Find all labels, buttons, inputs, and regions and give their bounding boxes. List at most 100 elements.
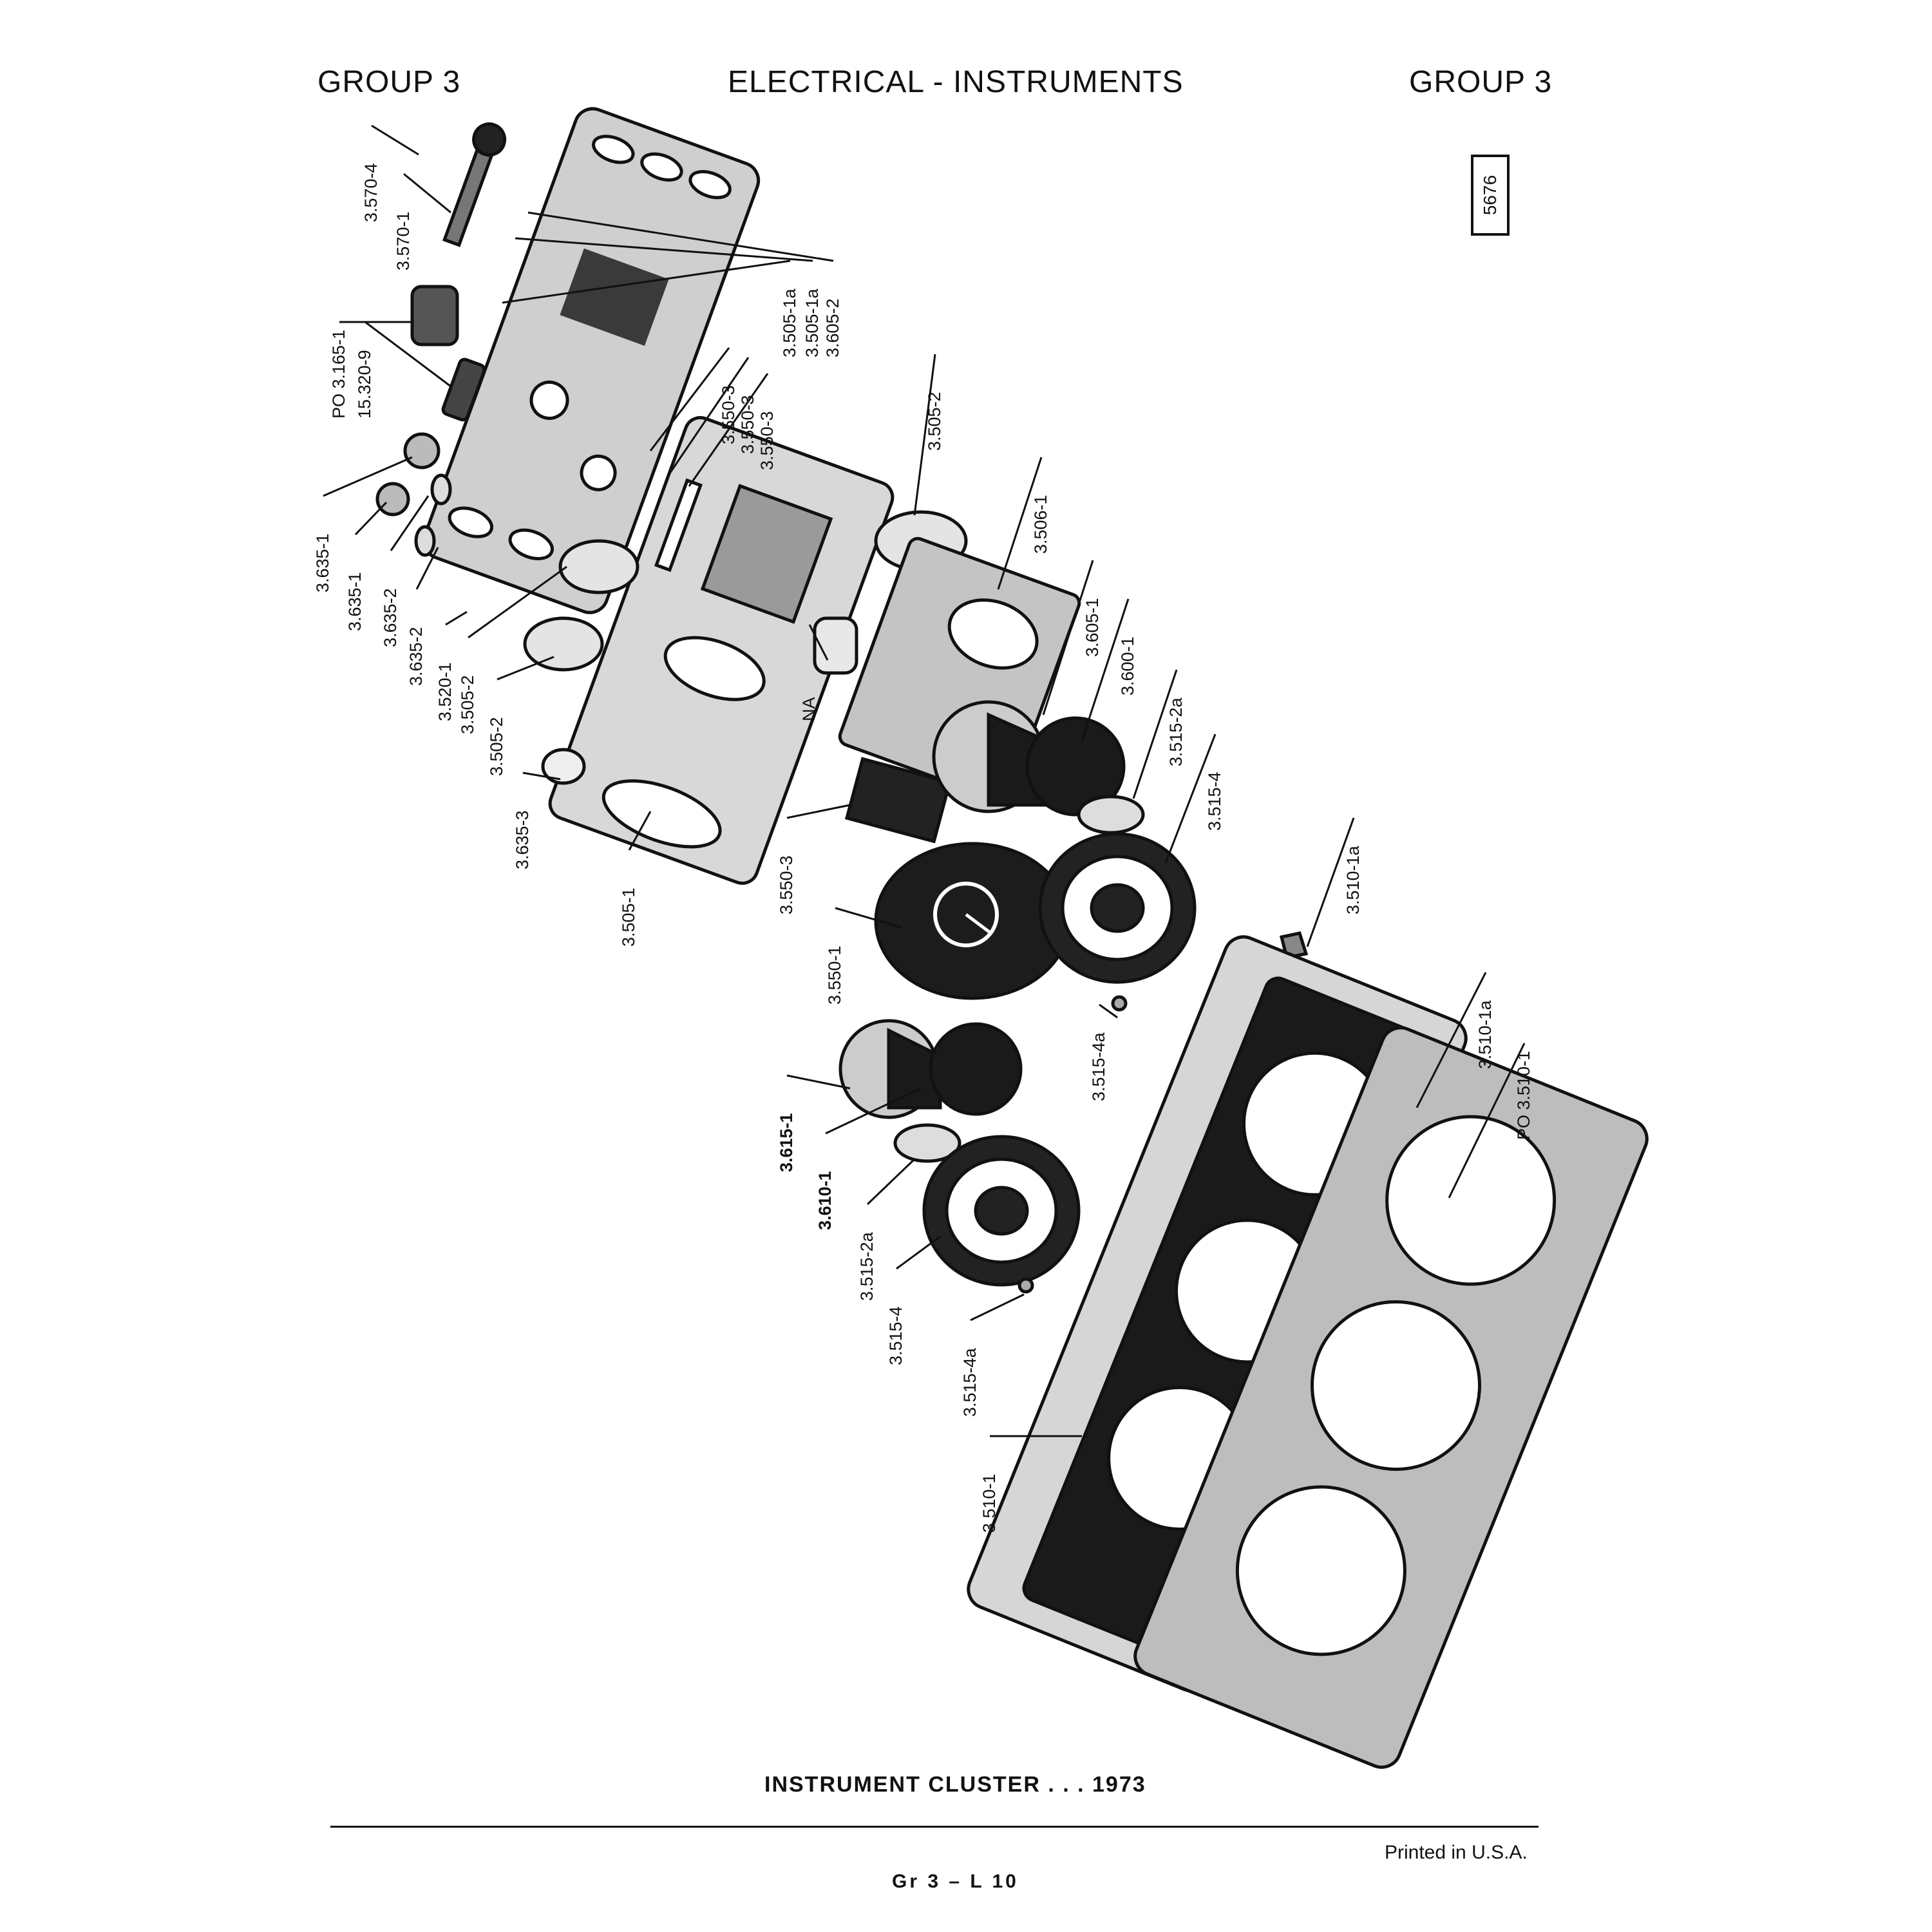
leader-line — [390, 495, 430, 551]
callout-label: 3.515-2a — [857, 1231, 876, 1301]
leader-lines — [323, 124, 1526, 1437]
leader-line — [522, 772, 561, 781]
leader-line — [468, 565, 567, 639]
callout-label: 3.515-4 — [886, 1306, 905, 1365]
parts-illustration — [375, 107, 1649, 1769]
leader-line — [786, 804, 851, 819]
callout-label: 3.505-1a — [802, 288, 822, 357]
leader-line — [786, 1074, 851, 1090]
light-shield-upper — [558, 539, 639, 594]
callout-label: 3.635-3 — [513, 810, 532, 869]
callout-label: 3.506-1 — [1031, 495, 1050, 554]
leader-line — [497, 656, 554, 681]
callout-label: 3.510-1a — [1343, 845, 1363, 914]
callout-label: 3.615-1 — [777, 1113, 796, 1172]
callout-label: 3.515-4 — [1205, 772, 1224, 831]
connector-block — [410, 285, 459, 346]
leader-line — [808, 624, 829, 661]
leader-line — [668, 357, 750, 474]
page-number: Gr 3 – L 10 — [892, 1871, 1019, 1892]
callout-label: 3.550-3 — [738, 395, 757, 454]
leader-line — [354, 501, 388, 536]
callout-label: 3.635-1 — [345, 572, 365, 631]
leader-line — [1132, 669, 1178, 799]
footer-rule — [330, 1826, 1539, 1828]
screw-3-515-4a-lower — [1018, 1277, 1034, 1294]
leader-line — [1416, 972, 1487, 1108]
leader-line — [1306, 817, 1355, 947]
printed-connector — [441, 357, 486, 422]
light-shield-lower — [523, 616, 604, 672]
leader-line — [1448, 1043, 1526, 1198]
leader-line — [825, 1087, 922, 1135]
callout-label: 3.515-2a — [1166, 697, 1186, 766]
callout-label: 3.570-4 — [361, 163, 381, 222]
figure-caption: INSTRUMENT CLUSTER . . . 1973 — [764, 1772, 1146, 1797]
callout-label: 3.570-1 — [393, 211, 413, 270]
callout-label: 3.635-2 — [381, 588, 400, 647]
bulb-socket-lower — [375, 482, 410, 516]
leader-line — [403, 173, 451, 214]
leader-line — [1081, 598, 1130, 741]
callout-label: 3.605-2 — [823, 298, 842, 357]
callout-label: 3.550-1 — [825, 945, 844, 1005]
callout-label: 3.635-1 — [313, 533, 332, 592]
callout-label: 3.510-1 — [980, 1473, 999, 1533]
leader-line — [866, 1158, 916, 1206]
gauge-pair-lower — [838, 1019, 1023, 1119]
warning-lens-upper — [1077, 795, 1145, 835]
callout-label: 3.505-1 — [619, 887, 638, 947]
leader-line — [527, 211, 834, 262]
callout-label: 3.635-2 — [406, 627, 426, 686]
circuit-plate — [422, 107, 761, 614]
leader-line — [649, 347, 730, 451]
leader-line — [835, 907, 902, 929]
group-label-left: GROUP 3 — [317, 65, 461, 99]
callout-label: 3.505-1a — [780, 288, 799, 357]
bulb-socket-upper — [403, 432, 440, 469]
callout-label: 3.510-1a — [1475, 999, 1495, 1069]
leader-line — [688, 373, 769, 487]
callout-label: 3.505-2 — [458, 675, 477, 734]
dial-mask-upper — [1038, 832, 1197, 984]
speedometer-cable-adapter — [442, 122, 507, 247]
callout-label: 3.550-3 — [777, 855, 796, 914]
speedometer — [874, 842, 1071, 1000]
dial-mask-lower — [922, 1135, 1081, 1287]
leader-line — [445, 611, 468, 626]
printed-in-note: Printed in U.S.A. — [1385, 1842, 1528, 1863]
callout-label: 3.505-2 — [925, 392, 944, 451]
callout-label: 3.550-3 — [757, 411, 777, 470]
callout-label: 3.520-1 — [435, 662, 455, 721]
callout-label: PO 3.510-1 — [1514, 1051, 1533, 1140]
group-label-right: GROUP 3 — [1409, 65, 1553, 99]
leader-line — [323, 456, 413, 497]
gauge-pair-upper — [932, 700, 1126, 817]
leader-line — [1164, 734, 1217, 864]
bulb-lower — [414, 525, 436, 557]
callout-label: 3.515-4a — [1089, 1032, 1108, 1101]
section-title: ELECTRICAL - INSTRUMENTS — [728, 65, 1184, 99]
callout-label: 15.320-9 — [355, 350, 374, 419]
leader-line — [365, 321, 451, 388]
callout-label: 3.505-2 — [487, 717, 506, 776]
callout-label: 3.550-3 — [719, 385, 738, 444]
bulb-upper — [430, 473, 452, 506]
spacer-na — [813, 616, 858, 675]
leader-line — [896, 1235, 941, 1270]
leader-line — [371, 124, 419, 156]
callout-label: 3.515-4a — [960, 1347, 980, 1417]
lens-3-635-3 — [541, 748, 586, 785]
warning-lens-lower — [893, 1123, 961, 1163]
callout-label: NA — [799, 697, 819, 721]
leader-line — [997, 457, 1043, 590]
leader-line — [415, 547, 439, 590]
callout-label: 3.605-1 — [1083, 598, 1102, 657]
leader-line — [628, 811, 652, 851]
leader-line — [913, 354, 936, 516]
leader-line — [502, 260, 791, 304]
callout-label: 3.610-1 — [815, 1171, 835, 1230]
speedometer-mask — [844, 757, 952, 844]
